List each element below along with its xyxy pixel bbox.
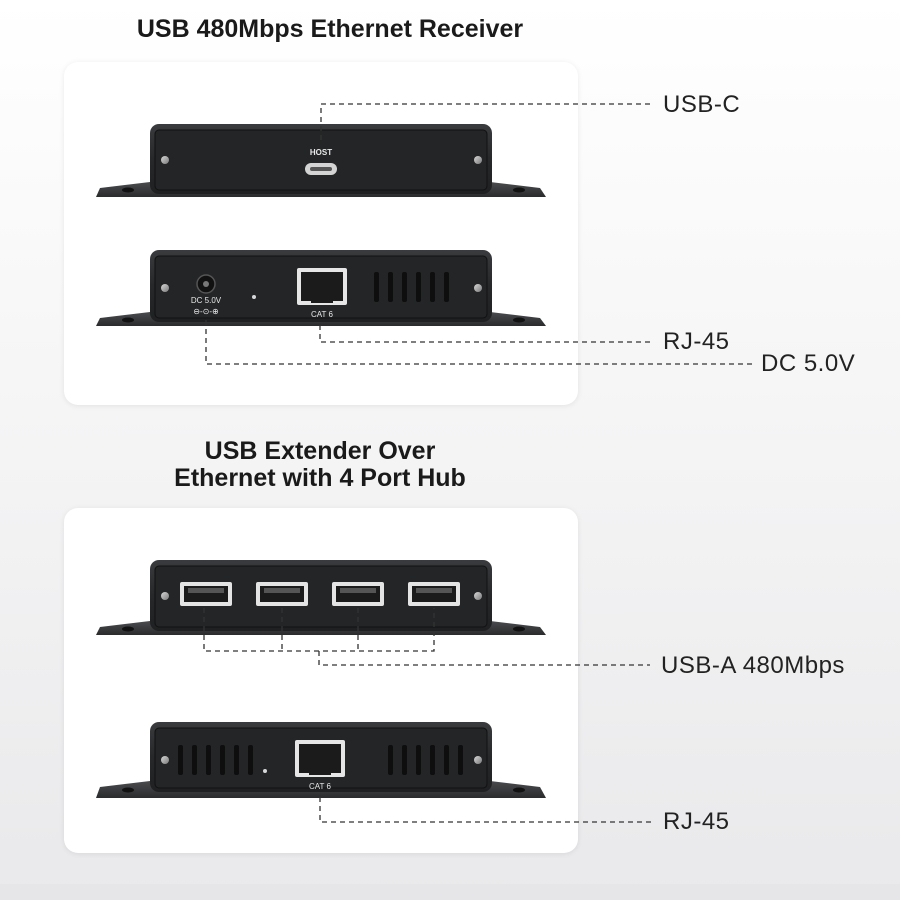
bottom-strip xyxy=(0,884,900,900)
usb-a-port-icon xyxy=(408,582,460,606)
polarity-icon: ⊖-⊙-⊕ xyxy=(193,307,218,316)
led-indicator xyxy=(252,295,256,299)
extender-rear-device: CAT 6 xyxy=(96,722,546,798)
dc-port-label: DC 5.0V xyxy=(191,296,222,305)
dc-callout: DC 5.0V xyxy=(761,350,856,377)
mount-hole-icon xyxy=(122,626,134,632)
screw-icon xyxy=(474,592,482,600)
end-panel xyxy=(154,565,488,628)
mount-hole-icon xyxy=(513,317,525,323)
screw-icon xyxy=(474,756,482,764)
mount-hole-icon xyxy=(122,787,134,793)
mount-hole-icon xyxy=(513,626,525,632)
usb-a-port-icon xyxy=(180,582,232,606)
host-port-label: HOST xyxy=(310,148,332,157)
usb-a-port-icon xyxy=(332,582,384,606)
led-indicator xyxy=(263,769,267,773)
vent-slots xyxy=(388,745,463,775)
screw-icon xyxy=(474,156,482,164)
usb-a-leader-4 xyxy=(318,651,650,666)
rj45-receiver-leader xyxy=(319,325,653,343)
receiver-rear-device: DC 5.0V ⊖-⊙-⊕ CAT 6 xyxy=(96,250,546,326)
usb-a-callout: USB-A 480Mbps xyxy=(661,652,845,679)
usb-c-leader xyxy=(320,103,653,140)
receiver-front-device: HOST xyxy=(96,124,546,197)
rj45-extender-leader xyxy=(319,797,653,823)
screw-icon xyxy=(474,284,482,292)
leader-lines xyxy=(203,103,752,823)
vent-slots xyxy=(178,745,253,775)
screw-icon xyxy=(161,756,169,764)
cat6-label: CAT 6 xyxy=(309,782,331,791)
rj45-extender-callout: RJ-45 xyxy=(663,808,730,835)
dc-leader xyxy=(205,320,752,365)
cat6-label: CAT 6 xyxy=(311,310,333,319)
vent-slots xyxy=(374,272,449,302)
rj45-receiver-callout: RJ-45 xyxy=(663,328,730,355)
receiver-title: USB 480Mbps Ethernet Receiver xyxy=(136,15,524,43)
extender-front-device xyxy=(96,560,546,635)
mount-hole-icon xyxy=(513,187,525,193)
screw-icon xyxy=(161,592,169,600)
mount-hole-icon xyxy=(122,317,134,323)
mount-hole-icon xyxy=(122,187,134,193)
screw-icon xyxy=(161,156,169,164)
extender-title-line1: USB Extender Over xyxy=(204,437,436,465)
usb-c-callout: USB-C xyxy=(663,91,741,118)
screw-icon xyxy=(161,284,169,292)
extender-title-line2: Ethernet with 4 Port Hub xyxy=(174,464,466,492)
mount-hole-icon xyxy=(513,787,525,793)
usb-a-port-icon xyxy=(256,582,308,606)
